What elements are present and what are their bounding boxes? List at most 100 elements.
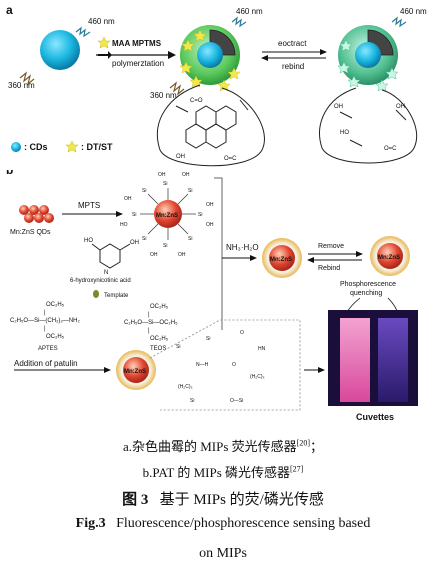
svg-text:O—Si: O—Si <box>230 398 243 404</box>
caption-ref-a: [20] <box>296 438 310 448</box>
svg-text:HN: HN <box>258 346 266 352</box>
caption-ref-b: [27] <box>290 464 304 474</box>
svg-text:HO: HO <box>84 238 93 244</box>
mip-qd: Mn:ZnS <box>262 238 302 278</box>
legend-cd-icon <box>11 142 21 152</box>
arrow-mpts <box>116 211 123 217</box>
caption-fig-en: Fig.3 Fluorescence/phosphorescence sensi… <box>0 516 446 532</box>
arrow-remove <box>356 251 363 257</box>
caption-sub-a-end: ； <box>310 439 324 454</box>
panel-a-letter: a <box>6 3 13 17</box>
svg-text:|: | <box>148 312 150 318</box>
emission-label-1: 460 nm <box>88 17 115 26</box>
star-icon <box>97 36 111 49</box>
svg-text:OC₂H₅: OC₂H₅ <box>150 336 169 342</box>
svg-text:Mn:ZnS: Mn:ZnS <box>124 369 146 375</box>
qd-cluster <box>19 205 54 223</box>
fig-cn-number: 图 3 <box>122 492 149 508</box>
arrow-polymerize-head <box>168 51 176 59</box>
svg-text:OH: OH <box>334 104 343 110</box>
svg-text:|: | <box>148 328 150 334</box>
svg-text:Si: Si <box>132 212 136 218</box>
reagents-label: MAA MPTMS <box>112 39 162 48</box>
svg-text:C=O: C=O <box>190 98 203 104</box>
qd-label: Mn:ZnS QDs <box>10 229 51 236</box>
template-molecule <box>91 243 131 269</box>
process-label: polymerztation <box>112 59 164 68</box>
svg-text:Si: Si <box>142 188 146 194</box>
svg-text:C₂H₅O—Si—(CH₂)₃—NH₂: C₂H₅O—Si—(CH₂)₃—NH₂ <box>10 318 81 324</box>
arrow-to-cuvette <box>318 367 325 373</box>
addition-label: Addition of patulin <box>14 359 78 368</box>
legend-dt: : DT/ST <box>81 142 113 152</box>
svg-text:OH: OH <box>130 240 139 246</box>
svg-text:Si: Si <box>188 188 192 194</box>
svg-text:O: O <box>240 330 244 336</box>
svg-text:Mn:ZnS: Mn:ZnS <box>270 257 292 263</box>
excitation-wave <box>19 71 35 86</box>
quenching-label: quenching <box>350 290 382 297</box>
rebind-label: rebind <box>282 62 304 71</box>
svg-text:OH: OH <box>206 202 214 208</box>
svg-text:HO: HO <box>120 222 128 228</box>
svg-text:C₂H₅O—Si—OC₂H₅: C₂H₅O—Si—OC₂H₅ <box>124 320 178 326</box>
svg-text:Si: Si <box>176 344 180 350</box>
legend-cds: : CDs <box>24 142 48 152</box>
mip-qd-empty: Mn:ZnS <box>370 236 410 276</box>
caption-fig-en-2: on MIPs <box>0 546 446 562</box>
svg-text:O: O <box>232 362 236 368</box>
svg-text:Mn:ZnS: Mn:ZnS <box>378 255 400 261</box>
mpts-label: MPTS <box>78 201 100 210</box>
arrow-rebind-b <box>307 257 314 263</box>
cuvette-bright <box>340 318 370 402</box>
svg-text:OC₂H₅: OC₂H₅ <box>150 304 169 310</box>
svg-text:Si: Si <box>188 236 192 242</box>
caption-sub-a-text: a.杂色曲霉的 MIPs 荧光传感器 <box>122 439 297 454</box>
svg-text:(H₂C)₃: (H₂C)₃ <box>178 384 193 390</box>
aptes-label: APTES <box>38 346 58 352</box>
fig-en-title-1: Fluorescence/phosphorescence sensing bas… <box>116 516 371 531</box>
svg-text:(H₂C)₃: (H₂C)₃ <box>250 374 265 380</box>
arrow-rebind <box>261 55 268 61</box>
svg-text:N: N <box>104 270 108 276</box>
svg-text:Si: Si <box>163 181 167 187</box>
svg-text:Si: Si <box>142 236 146 242</box>
fig-en-number: Fig.3 <box>75 516 106 531</box>
svg-text:OH: OH <box>182 172 190 178</box>
empty-cavity <box>319 87 418 164</box>
svg-text:OH: OH <box>150 252 158 258</box>
empty-cavity-stars <box>337 39 399 92</box>
excitation-label-2: 360 nm <box>150 91 177 100</box>
svg-text:OH: OH <box>124 196 132 202</box>
cd-particle <box>40 30 80 70</box>
aptes-structure: OC₂H₅ | C₂H₅O—Si—(CH₂)₃—NH₂ | OC₂H₅ <box>10 302 81 340</box>
phos-label: Phosphorescence <box>340 281 396 288</box>
svg-text:OH: OH <box>396 104 405 110</box>
svg-text:|: | <box>44 326 46 332</box>
cuvettes-label: Cuvettes <box>356 412 394 422</box>
svg-text:Si: Si <box>206 336 210 342</box>
template-name: 6-hydroxynicotinic acid <box>70 278 131 284</box>
svg-text:Si: Si <box>190 398 194 404</box>
emission-label-2: 460 nm <box>236 7 263 16</box>
panel-a: a 360 nm 460 nm MAA MPTMS polymerztation… <box>0 0 446 168</box>
svg-text:|: | <box>44 310 46 316</box>
caption-sub-b-text: b.PAT 的 MIPs 磷光传感器 <box>142 465 291 480</box>
svg-text:OH: OH <box>158 172 166 178</box>
template-dot-icon <box>93 290 99 298</box>
caption-fig-cn: 图 3 基于 MIPs 的荧/磷光传感 <box>0 488 446 509</box>
svg-text:OH: OH <box>206 222 214 228</box>
arrow-patulin <box>104 367 111 373</box>
template-label: Template <box>104 293 129 299</box>
legend-star-icon <box>65 140 79 153</box>
cd-core <box>197 42 223 68</box>
svg-text:OC₂H₅: OC₂H₅ <box>46 334 65 340</box>
fig-cn-title: 基于 MIPs 的荧/磷光传感 <box>159 492 324 508</box>
svg-text:OC₂H₅: OC₂H₅ <box>46 302 65 308</box>
remove-label: Remove <box>318 243 344 250</box>
svg-text:Si: Si <box>198 212 202 218</box>
